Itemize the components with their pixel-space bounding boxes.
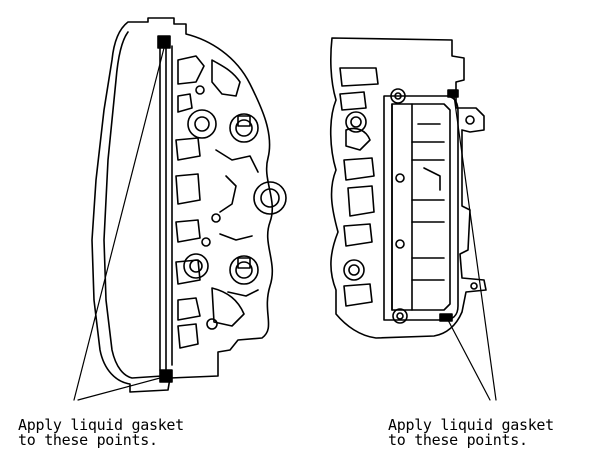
right-callout-line2: to these points. [388,431,528,449]
right-callout-label: Apply liquid gasket to these points. [388,418,554,448]
left-cylinder-head [73,17,287,401]
right-callout-line1: Apply liquid gasket [388,416,554,434]
left-callout-line1: Apply liquid gasket [18,416,184,434]
right-cylinder-head [329,37,497,401]
left-callout-label: Apply liquid gasket to these points. [18,418,184,448]
left-callout-line2: to these points. [18,431,158,449]
